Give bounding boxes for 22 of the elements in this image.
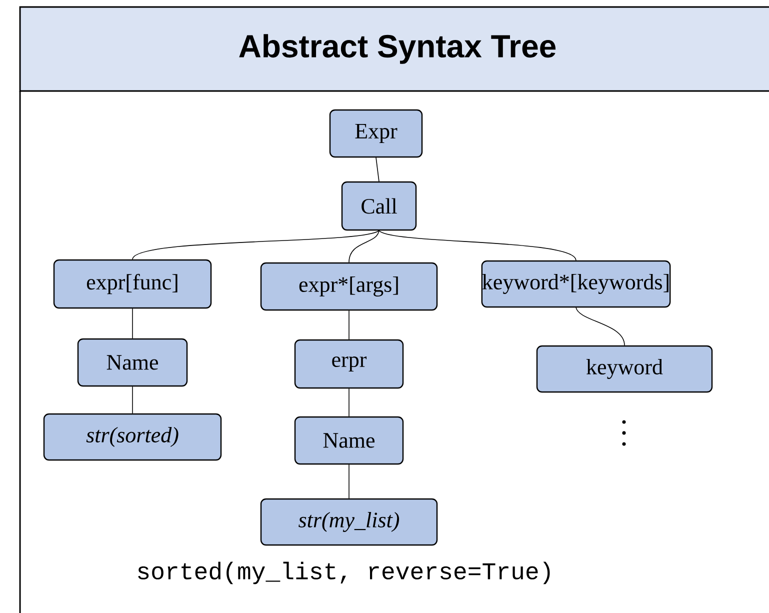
tree-node-box: str(my_list) <box>260 498 438 546</box>
connector-line <box>378 230 576 261</box>
tree-node-box: erpr <box>294 339 404 389</box>
connector-line <box>348 230 380 263</box>
title-band: Abstract Syntax Tree <box>19 6 769 92</box>
tree-node-box: expr*[args] <box>260 262 438 311</box>
tree-node-box: keyword <box>536 345 713 393</box>
tree-node-box: str(sorted) <box>43 413 222 461</box>
tree-node-box: Name <box>77 338 188 387</box>
connector-line <box>376 157 380 182</box>
connector-line <box>348 310 350 340</box>
tree-node-box: Name <box>294 416 404 465</box>
tree-node-box: expr[func] <box>53 259 212 309</box>
tree-node-box: Call <box>341 181 417 231</box>
connector-line <box>132 386 133 414</box>
connector-line <box>348 388 350 417</box>
connector-line <box>348 464 350 499</box>
connector-line <box>132 308 133 339</box>
connector-line <box>576 307 625 346</box>
connector-line <box>132 230 380 260</box>
tree-node-box: Expr <box>329 109 423 158</box>
tree-node-box: keyword*[keywords] <box>481 260 671 308</box>
